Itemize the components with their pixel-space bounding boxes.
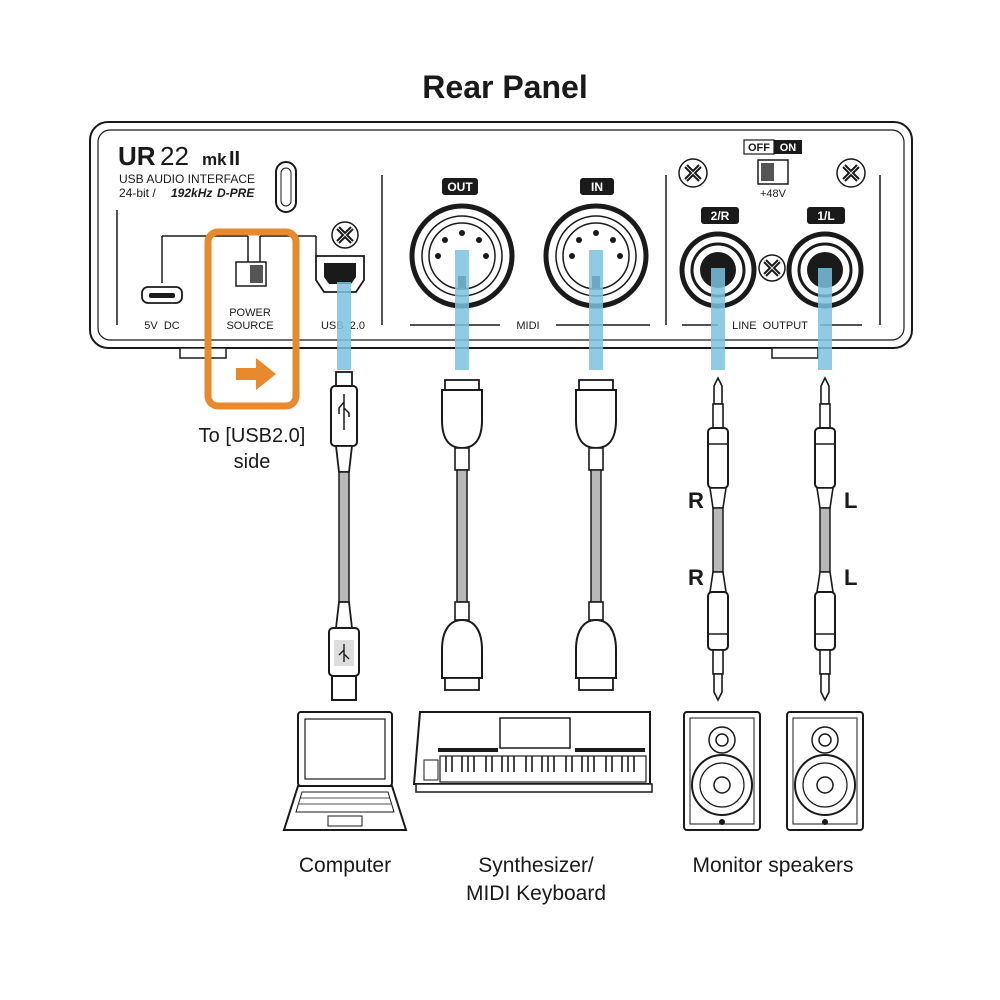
line-cable-left <box>814 376 836 702</box>
screw-icon <box>836 158 866 188</box>
midi-out-badge: OUT <box>442 178 478 195</box>
dc-port-label: 5V DC <box>144 320 180 332</box>
connection-lines <box>337 250 832 370</box>
logo-model-roman: II <box>229 148 240 170</box>
computer-caption: Computer <box>299 854 391 877</box>
keyboard-keys <box>445 756 635 772</box>
diagram-title: Rear Panel <box>422 69 587 105</box>
line-cable-right <box>707 376 729 702</box>
device-logo: UR 22 mk II USB AUDIO INTERFACE 24-bit /… <box>118 141 255 200</box>
power-source-label-line1: POWER <box>229 307 271 319</box>
screw-icon <box>678 158 708 188</box>
cable-label-l-bottom: L <box>844 565 857 590</box>
speaker-right-icon <box>683 711 761 831</box>
midi-cable-in <box>575 379 617 691</box>
synth-caption-line1: Synthesizer/ <box>478 854 594 877</box>
security-slot <box>275 161 297 213</box>
laptop-icon <box>282 711 408 831</box>
line-output-2r-label: 2/R <box>711 209 730 223</box>
logo-model-mk: mk <box>202 150 227 169</box>
phantom-power-switch[interactable] <box>757 159 789 185</box>
line-output-2r-badge: 2/R <box>701 207 739 224</box>
keyboard-synth-icon <box>412 711 653 793</box>
synth-caption-line2: MIDI Keyboard <box>466 882 606 905</box>
note-line2: side <box>234 451 271 473</box>
midi-out-label: OUT <box>447 180 473 194</box>
midi-group-label: MIDI <box>516 320 539 332</box>
midi-out-connection-line <box>455 250 469 370</box>
phantom-off-label: OFF <box>748 142 770 154</box>
logo-spec-pre: D-PRE <box>217 186 255 200</box>
phantom-value-label: +48V <box>760 188 787 200</box>
line-output-1l-badge: 1/L <box>807 207 845 224</box>
line-1l-connection-line <box>818 268 832 370</box>
line-output-1l-label: 1/L <box>817 209 834 223</box>
usb-cable <box>328 371 360 701</box>
screw-icon <box>331 221 359 249</box>
usb-connection-line <box>337 282 351 370</box>
line-output-group-label: LINE OUTPUT <box>732 320 808 332</box>
screw-icon <box>758 254 786 282</box>
phantom-on-label: ON <box>780 142 797 154</box>
note-line1: To [USB2.0] <box>199 425 306 447</box>
logo-model-number: 22 <box>160 141 189 171</box>
logo-subtitle: USB AUDIO INTERFACE <box>119 172 255 186</box>
speaker-left-icon <box>786 711 864 831</box>
midi-in-label: IN <box>591 180 603 194</box>
power-source-label-line2: SOURCE <box>226 320 273 332</box>
cable-label-l-top: L <box>844 488 857 513</box>
power-source-switch[interactable] <box>235 235 316 287</box>
phantom-switch-badge <box>743 139 802 155</box>
line-2r-connection-line <box>711 268 725 370</box>
logo-spec-prefix: 24-bit / <box>119 186 156 200</box>
midi-in-badge: IN <box>580 178 614 195</box>
usb-port[interactable] <box>315 236 365 293</box>
midi-cable-out <box>441 379 483 691</box>
dc-port[interactable] <box>141 235 249 304</box>
midi-in-connection-line <box>589 250 603 370</box>
speakers-caption: Monitor speakers <box>692 854 853 877</box>
power-source-highlight <box>204 228 300 410</box>
logo-model-main: UR <box>118 141 156 171</box>
logo-spec-rate: 192kHz <box>171 186 212 200</box>
cable-label-r-top: R <box>688 488 704 513</box>
cable-label-r-bottom: R <box>688 565 704 590</box>
